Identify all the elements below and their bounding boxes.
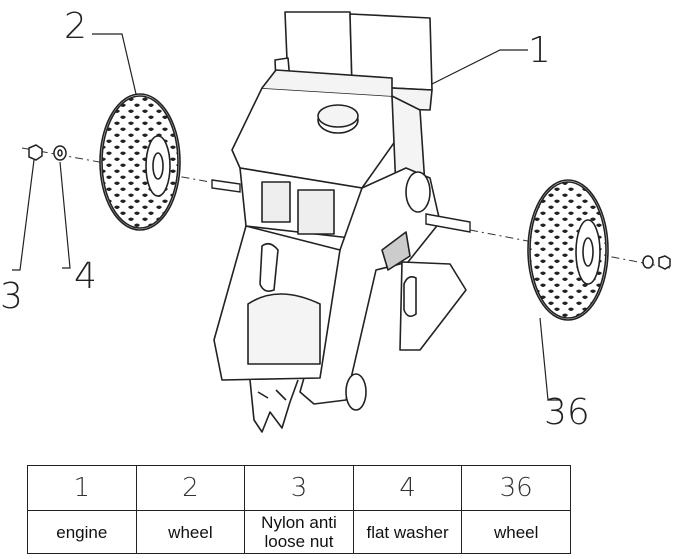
part-number-cell: 3 (244, 465, 354, 511)
right-wheel (527, 179, 609, 321)
parts-table: 1 2 3 4 36 engine wheel Nylon anti loose… (27, 465, 571, 554)
parts-name-row: engine wheel Nylon anti loose nut flat w… (27, 510, 571, 554)
part-name-cell: flat washer (352, 510, 463, 554)
part-number-cell: 4 (352, 465, 463, 511)
callout-3: 3 (0, 276, 23, 317)
leader-lines (12, 33, 560, 401)
parts-number-row: 1 2 3 4 36 (27, 465, 571, 511)
callout-1: 1 (528, 30, 551, 71)
part-number-cell: 2 (135, 465, 246, 511)
part-name-cell: engine (27, 510, 137, 554)
part-number-cell: 36 (461, 465, 571, 511)
callout-2: 2 (64, 6, 87, 47)
axle (211, 179, 471, 233)
washer-left (53, 145, 67, 161)
callout-36: 36 (544, 392, 590, 433)
engine-body (213, 11, 467, 433)
part-name-cell: wheel (135, 510, 246, 554)
washer-right (642, 255, 654, 269)
callout-4: 4 (74, 256, 97, 297)
part-number-cell: 1 (27, 465, 137, 511)
left-wheel (99, 93, 181, 231)
nut-left (28, 144, 43, 161)
exploded-view-diagram: 2 1 3 4 36 (0, 6, 671, 433)
part-name-cell: Nylon anti loose nut (244, 510, 354, 554)
part-name-cell: wheel (461, 510, 571, 554)
nut-right (658, 255, 671, 270)
